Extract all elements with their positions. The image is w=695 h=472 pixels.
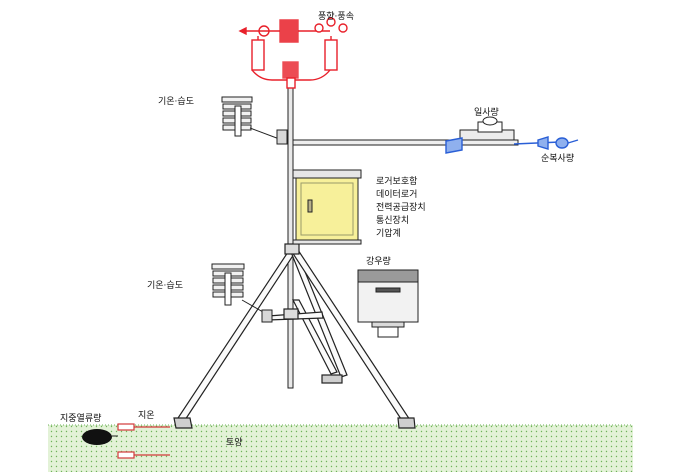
net-radiometer	[445, 136, 579, 154]
soil-heat-flux-plate	[82, 429, 118, 445]
logger-line-2: 데이터로거	[376, 189, 417, 200]
soil-temp-label: 지온	[138, 410, 155, 421]
wind-sensor	[238, 17, 348, 89]
rain-gauge	[357, 269, 419, 338]
wind-label: 풍향·풍속	[318, 10, 354, 22]
logger-line-4: 통신장치	[376, 214, 409, 226]
temp-humid-lower-label: 기온·습도	[147, 280, 183, 291]
logger-line-1: 로거보호함	[376, 176, 417, 187]
ground	[48, 424, 633, 472]
soil-label: 토양	[226, 437, 243, 448]
temp-humid-shield-upper	[221, 96, 288, 145]
mast	[287, 87, 294, 389]
temp-humid-upper-label: 기온·습도	[158, 96, 194, 107]
solar-label: 일사량	[474, 106, 499, 118]
logger-line-3: 전력공급장치	[376, 201, 426, 213]
logger-enclosure	[292, 169, 362, 245]
boom-arm	[292, 139, 519, 146]
net-radiation-label: 순복사량	[541, 152, 574, 164]
soil-temp-probes	[117, 423, 170, 459]
temp-humid-shield-lower	[211, 263, 273, 323]
soil-heat-flux-label: 지중열류량	[60, 412, 101, 424]
rain-label: 강우량	[366, 255, 391, 267]
pyranometer	[459, 116, 515, 141]
logger-line-5: 기압계	[376, 227, 401, 239]
tripod	[173, 243, 416, 429]
